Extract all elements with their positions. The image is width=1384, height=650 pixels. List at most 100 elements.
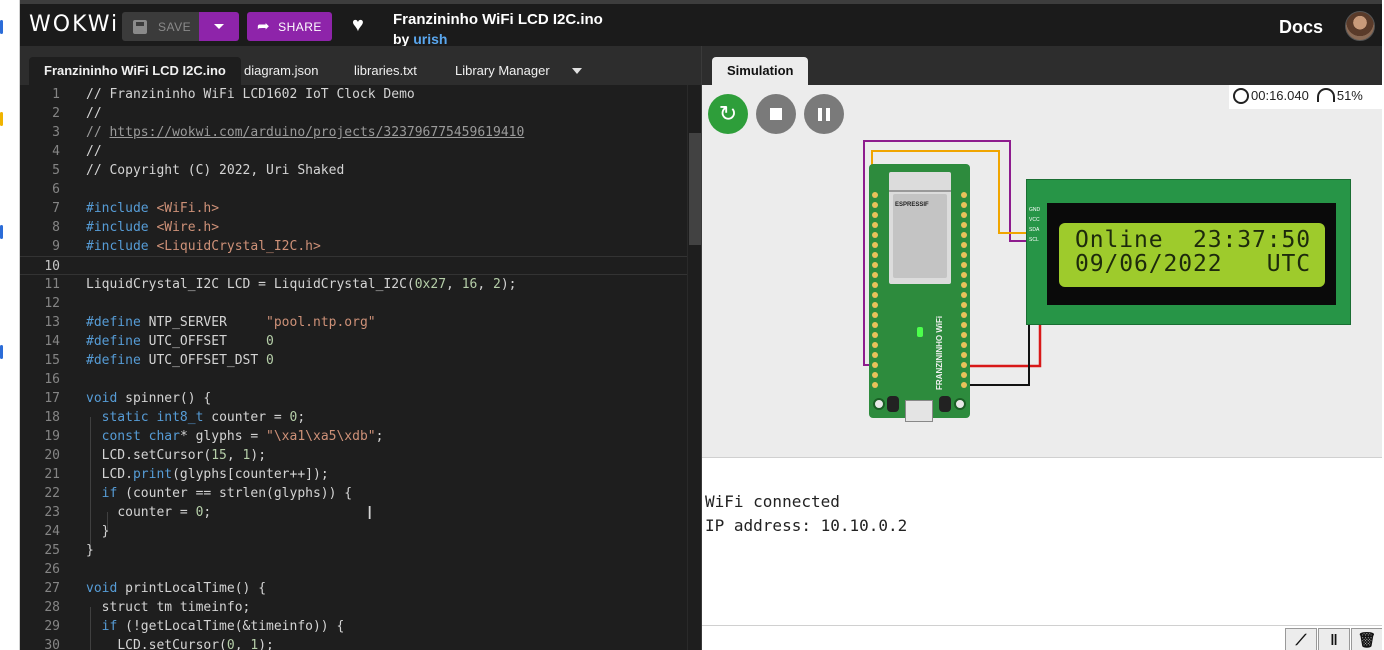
avatar[interactable]: [1345, 11, 1375, 41]
edge-marker-blue-2: [0, 225, 3, 239]
code-line: 29 if (!getLocalTime(&timeinfo)) {: [44, 619, 345, 634]
indent-guide-3: [107, 512, 108, 531]
share-label: SHARE: [278, 19, 322, 34]
indent-guide-2: [90, 607, 91, 650]
share-button[interactable]: ➦ SHARE: [247, 12, 332, 41]
code-line: 16: [44, 372, 60, 387]
antenna-trace: [889, 172, 951, 192]
code-line: 5// Copyright (C) 2022, Uri Shaked: [52, 163, 345, 178]
code-line: 24 }: [44, 524, 110, 539]
code-line: 15#define UTC_OFFSET_DST 0: [44, 353, 274, 368]
stop-button[interactable]: [756, 94, 796, 134]
trash-icon[interactable]: 🗑: [1351, 628, 1382, 650]
pause-serial-icon[interactable]: ‖: [1318, 628, 1350, 650]
heart-icon[interactable]: ♥: [352, 14, 364, 36]
rf-shield: [893, 194, 947, 278]
indent-guide: [90, 417, 91, 550]
code-line: 21 LCD.print(glyphs[counter++]);: [44, 467, 329, 482]
edge-marker-yellow: [0, 112, 3, 126]
serial-input-bar[interactable]: ⟋ ‖ 🗑: [702, 625, 1382, 650]
code-line: 3// https://wokwi.com/arduino/projects/3…: [52, 125, 525, 140]
code-url-link[interactable]: https://wokwi.com/arduino/projects/32379…: [109, 125, 525, 140]
project-author: by urish: [393, 31, 447, 47]
code-line: 1// Franzininho WiFi LCD1602 IoT Clock D…: [52, 87, 415, 102]
code-line: 9#include <LiquidCrystal_I2C.h>: [52, 239, 321, 254]
wokwi-logo[interactable]: WOKWi: [29, 10, 119, 38]
save-button[interactable]: SAVE: [122, 12, 199, 41]
lcd1602-display[interactable]: GND VCC SDA SCL Online 23:37:50 09/06/20…: [1026, 179, 1351, 325]
pause-icon-bar: [826, 107, 830, 121]
pause-icon: [818, 107, 822, 121]
tabs-menu-chevron-icon[interactable]: [572, 68, 582, 74]
lcd-line-2: 09/06/2022 UTC: [1075, 251, 1311, 277]
chart-icon[interactable]: ⟋: [1285, 628, 1317, 650]
by-prefix: by: [393, 31, 410, 47]
pause-button[interactable]: [804, 94, 844, 134]
tab-diagram-json[interactable]: diagram.json: [244, 63, 319, 78]
tab-simulation[interactable]: Simulation: [712, 57, 809, 85]
editor-tab-bar: Franzininho WiFi LCD I2C.ino diagram.jso…: [20, 46, 701, 85]
code-line: 6: [52, 182, 60, 197]
wokwi-app: WOKWi SAVE ➦ SHARE ♥ Franzininho WiFi LC…: [20, 0, 1382, 650]
module-brand: ESPRESSIF: [895, 202, 929, 208]
scrollbar-thumb[interactable]: [689, 133, 701, 245]
editor-scrollbar[interactable]: [687, 85, 701, 650]
tab-libraries-txt[interactable]: libraries.txt: [354, 63, 417, 78]
text-cursor-icon: I: [367, 503, 373, 524]
code-line: 2//: [52, 106, 102, 121]
code-line: 18 static int8_t counter = 0;: [44, 410, 306, 425]
lcd-bezel: Online 23:37:50 09/06/2022 UTC: [1047, 203, 1336, 305]
docs-link[interactable]: Docs: [1279, 17, 1324, 37]
boot-button[interactable]: [887, 396, 899, 412]
code-line: 20 LCD.setCursor(15, 1);: [44, 448, 267, 463]
author-link[interactable]: urish: [413, 31, 448, 47]
code-line: 22 if (counter == strlen(glyphs)) {: [44, 486, 353, 501]
logo-text: WOKWi: [29, 12, 120, 37]
code-line: 19 const char* glyphs = "\xa1\xa5\xdb";: [44, 429, 384, 444]
lcd-line-1: Online 23:37:50: [1075, 227, 1311, 253]
lcd-pin-labels: GND VCC SDA SCL: [1029, 207, 1041, 243]
restart-button[interactable]: ↻: [708, 94, 748, 134]
stop-icon: [770, 108, 782, 120]
code-line: 13#define NTP_SERVER "pool.ntp.org": [44, 315, 376, 330]
panel-divider[interactable]: [701, 46, 702, 650]
usb-port: [905, 400, 933, 422]
tab-library-manager[interactable]: Library Manager: [455, 63, 550, 78]
mounting-hole: [954, 398, 966, 410]
code-line: 14#define UTC_OFFSET 0: [44, 334, 274, 349]
code-line: 7#include <WiFi.h>: [52, 201, 220, 216]
board-label: FRANZININHO WiFi: [935, 315, 944, 390]
reset-button[interactable]: [939, 396, 951, 412]
save-dropdown-button[interactable]: [199, 12, 239, 41]
top-bar-edge: [20, 0, 1382, 4]
code-editor[interactable]: 1// Franzininho WiFi LCD1602 IoT Clock D…: [20, 85, 701, 650]
stopwatch-icon: [1233, 88, 1249, 104]
code-line: 23 counter = 0;: [44, 505, 212, 520]
esp32-module: ESPRESSIF: [889, 172, 951, 284]
left-pin-header: [872, 192, 878, 388]
code-line: 8#include <Wire.h>: [52, 220, 220, 235]
serial-line: WiFi connected: [705, 492, 840, 511]
save-label: SAVE: [158, 19, 192, 34]
save-icon: [133, 19, 147, 34]
franzininho-wifi-board[interactable]: ESPRESSIF FRANZININHO WiFi: [869, 164, 970, 422]
browser-left-edge: [0, 0, 20, 650]
share-icon: ➦: [257, 18, 271, 35]
code-line-current: 10: [20, 256, 701, 275]
code-line: 4//: [52, 144, 102, 159]
mounting-hole: [873, 398, 885, 410]
simulation-tab-bar: Simulation: [702, 46, 1382, 85]
tab-sketch-file[interactable]: Franzininho WiFi LCD I2C.ino: [29, 57, 241, 85]
code-line: 25}: [44, 543, 94, 558]
project-title: Franzininho WiFi LCD I2C.ino: [393, 11, 603, 28]
speed-value: 51%: [1336, 88, 1363, 103]
code-line: 30 LCD.setCursor(0, 1);: [44, 638, 274, 650]
restart-icon: ↻: [718, 101, 738, 126]
right-pin-header: [961, 192, 967, 388]
